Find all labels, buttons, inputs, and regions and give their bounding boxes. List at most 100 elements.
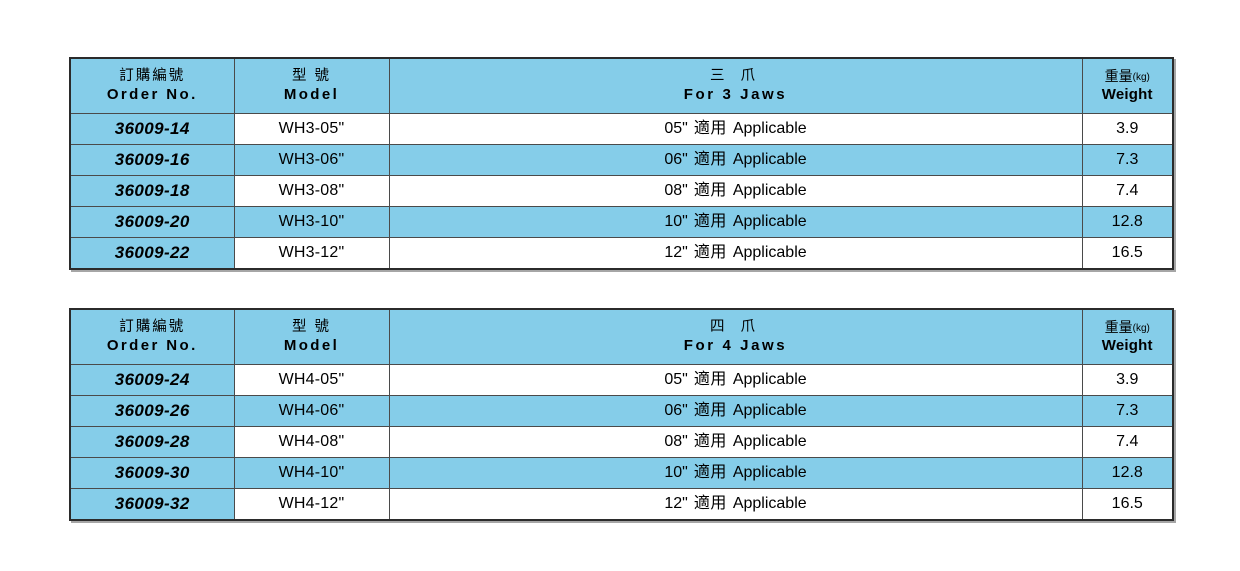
- column-header-weight-cn: 重量(kg): [1083, 69, 1173, 87]
- cell-jaws-cn: 適用: [693, 181, 727, 199]
- cell-jaws-cn: 適用: [693, 401, 727, 419]
- cell-jaws: 05" 適用 Applicable: [388, 113, 1083, 145]
- cell-jaws: 08" 適用 Applicable: [388, 175, 1083, 207]
- cell-weight: 16.5: [1081, 237, 1174, 270]
- column-header-order-no: 訂購編號 Order No.: [69, 57, 235, 114]
- cell-jaws-en: Applicable: [732, 212, 807, 230]
- cell-model: WH4-08": [233, 426, 390, 458]
- table-header: 訂購編號 Order No. 型 號 Model 三 爪 For 3 Jaws …: [69, 57, 1174, 114]
- column-header-order-no: 訂購編號 Order No.: [69, 308, 235, 365]
- cell-weight: 7.3: [1081, 395, 1174, 427]
- spec-table-four-jaws: 訂購編號 Order No. 型 號 Model 四 爪 For 4 Jaws …: [69, 308, 1174, 521]
- cell-weight: 7.3: [1081, 144, 1174, 176]
- cell-jaws-size: 10": [664, 212, 688, 230]
- cell-jaws-size: 12": [664, 243, 688, 261]
- cell-jaws: 10" 適用 Applicable: [388, 457, 1083, 489]
- column-header-weight: 重量(kg) Weight: [1081, 57, 1174, 114]
- cell-jaws-en: Applicable: [732, 494, 807, 512]
- cell-jaws-en: Applicable: [732, 401, 807, 419]
- cell-weight: 7.4: [1081, 175, 1174, 207]
- cell-jaws-en: Applicable: [732, 243, 807, 261]
- cell-jaws-cn: 適用: [693, 150, 727, 168]
- cell-weight: 7.4: [1081, 426, 1174, 458]
- column-header-jaws: 三 爪 For 3 Jaws: [388, 57, 1083, 114]
- cell-order-no: 36009-30: [69, 457, 235, 489]
- cell-jaws: 06" 適用 Applicable: [388, 395, 1083, 427]
- cell-model: WH3-10": [233, 206, 390, 238]
- cell-jaws-cn: 適用: [693, 119, 727, 137]
- cell-order-no: 36009-16: [69, 144, 235, 176]
- column-header-order-no-en: Order No.: [106, 337, 198, 355]
- cell-jaws: 12" 適用 Applicable: [388, 488, 1083, 521]
- cell-jaws-size: 05": [664, 119, 688, 137]
- cell-weight: 3.9: [1081, 364, 1174, 396]
- cell-jaws-en: Applicable: [732, 463, 807, 481]
- column-header-weight-unit: (kg): [1132, 323, 1150, 335]
- cell-model: WH4-10": [233, 457, 390, 489]
- cell-jaws-size: 05": [664, 370, 688, 388]
- cell-jaws-size: 10": [664, 463, 688, 481]
- cell-order-no: 36009-22: [69, 237, 235, 270]
- column-header-model-cn: 型 號: [291, 319, 332, 336]
- cell-weight: 12.8: [1081, 457, 1174, 489]
- cell-model: WH3-12": [233, 237, 390, 270]
- cell-jaws-en: Applicable: [732, 181, 807, 199]
- column-header-model: 型 號 Model: [233, 57, 390, 114]
- cell-jaws-en: Applicable: [732, 432, 807, 450]
- cell-jaws-cn: 適用: [693, 370, 727, 388]
- table-row: 36009-26 WH4-06" 06" 適用 Applicable 7.3: [69, 395, 1174, 427]
- cell-jaws-size: 06": [664, 150, 688, 168]
- cell-weight: 16.5: [1081, 488, 1174, 521]
- cell-jaws: 05" 適用 Applicable: [388, 364, 1083, 396]
- spec-table-three-jaws: 訂購編號 Order No. 型 號 Model 三 爪 For 3 Jaws …: [69, 57, 1174, 270]
- column-header-order-no-cn: 訂購編號: [119, 68, 186, 85]
- cell-jaws-cn: 適用: [693, 494, 727, 512]
- cell-jaws-size: 08": [664, 432, 688, 450]
- table-row: 36009-30 WH4-10" 10" 適用 Applicable 12.8: [69, 457, 1174, 489]
- cell-jaws: 12" 適用 Applicable: [388, 237, 1083, 270]
- cell-jaws-size: 08": [664, 181, 688, 199]
- table-row: 36009-32 WH4-12" 12" 適用 Applicable 16.5: [69, 488, 1174, 521]
- column-header-weight-en: Weight: [1101, 85, 1153, 103]
- column-header-jaws-en: For 4 Jaws: [683, 337, 788, 355]
- column-header-weight-cn: 重量(kg): [1083, 320, 1173, 338]
- cell-order-no: 36009-14: [69, 113, 235, 145]
- cell-jaws: 10" 適用 Applicable: [388, 206, 1083, 238]
- cell-jaws-size: 12": [664, 494, 688, 512]
- cell-jaws-cn: 適用: [693, 463, 727, 481]
- cell-model: WH3-08": [233, 175, 390, 207]
- table-row: 36009-20 WH3-10" 10" 適用 Applicable 12.8: [69, 206, 1174, 238]
- cell-model: WH4-12": [233, 488, 390, 521]
- table-row: 36009-22 WH3-12" 12" 適用 Applicable 16.5: [69, 237, 1174, 270]
- table-row: 36009-28 WH4-08" 08" 適用 Applicable 7.4: [69, 426, 1174, 458]
- cell-jaws-en: Applicable: [732, 119, 807, 137]
- cell-order-no: 36009-20: [69, 206, 235, 238]
- header-row: 訂購編號 Order No. 型 號 Model 三 爪 For 3 Jaws …: [69, 57, 1174, 114]
- column-header-model-en: Model: [283, 337, 340, 355]
- column-header-jaws: 四 爪 For 4 Jaws: [388, 308, 1083, 365]
- cell-order-no: 36009-32: [69, 488, 235, 521]
- cell-order-no: 36009-18: [69, 175, 235, 207]
- column-header-weight-en: Weight: [1101, 336, 1153, 354]
- column-header-model-cn: 型 號: [291, 68, 332, 85]
- cell-model: WH4-06": [233, 395, 390, 427]
- column-header-order-no-cn: 訂購編號: [119, 319, 186, 336]
- table-header: 訂購編號 Order No. 型 號 Model 四 爪 For 4 Jaws …: [69, 308, 1174, 365]
- cell-jaws-cn: 適用: [693, 212, 727, 230]
- column-header-order-no-en: Order No.: [106, 86, 198, 104]
- cell-order-no: 36009-28: [69, 426, 235, 458]
- cell-jaws-cn: 適用: [693, 432, 727, 450]
- cell-jaws-cn: 適用: [693, 243, 727, 261]
- cell-jaws-en: Applicable: [732, 370, 807, 388]
- cell-model: WH4-05": [233, 364, 390, 396]
- cell-weight: 3.9: [1081, 113, 1174, 145]
- column-header-weight-cn-text: 重量: [1104, 68, 1133, 85]
- cell-order-no: 36009-26: [69, 395, 235, 427]
- cell-jaws-size: 06": [664, 401, 688, 419]
- cell-weight: 12.8: [1081, 206, 1174, 238]
- column-header-weight-cn-text: 重量: [1104, 319, 1133, 336]
